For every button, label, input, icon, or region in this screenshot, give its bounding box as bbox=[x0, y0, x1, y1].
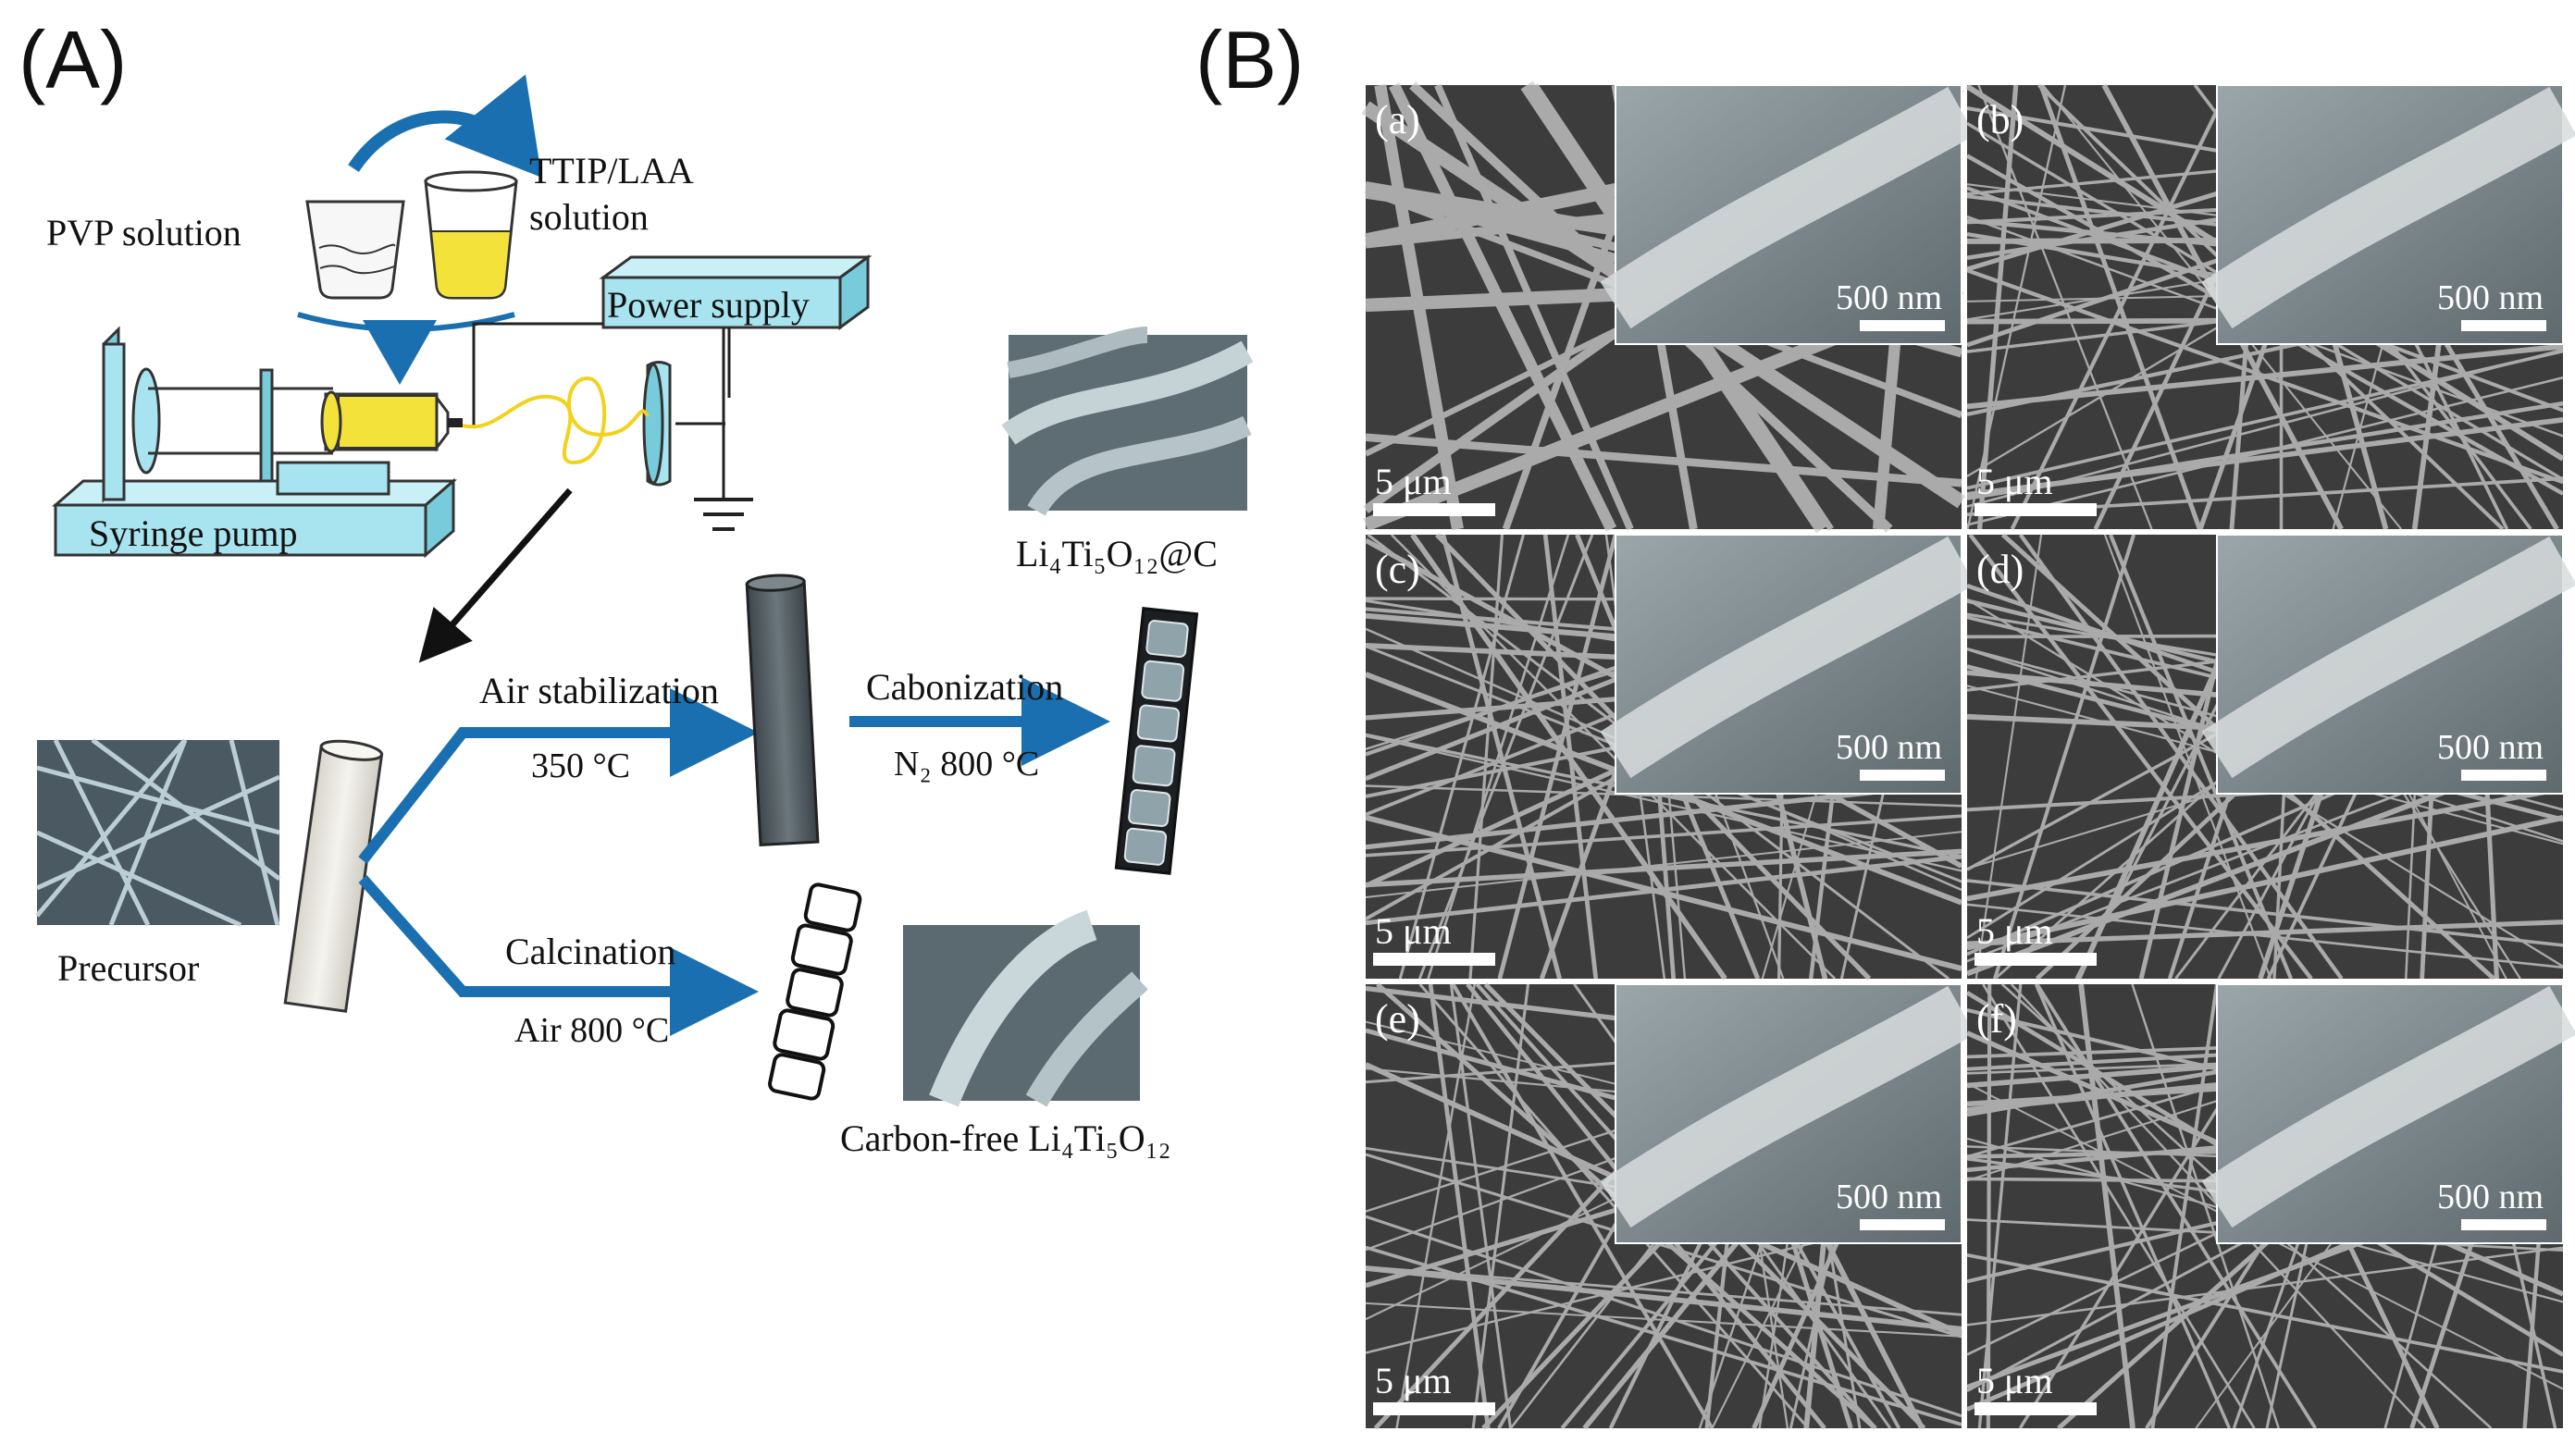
ttip-solution-label-line2: solution bbox=[529, 196, 649, 238]
ttip-beaker-icon bbox=[426, 172, 516, 298]
inset-scale-bar bbox=[1860, 320, 1945, 331]
carbon-free-product-label: Carbon-free Li₄Ti₅O₁₂ bbox=[840, 1117, 1171, 1159]
inset-scale-label: 500 nm bbox=[1836, 1178, 1942, 1216]
panel-a: (A) PVP solution TTIP/LAA solution Power… bbox=[19, 14, 1247, 1159]
inset-scale-bar bbox=[1860, 1219, 1945, 1230]
electrospinning-jet bbox=[463, 378, 648, 463]
inset-scale-bar bbox=[1860, 770, 1945, 781]
main-scale-bar bbox=[1975, 953, 2097, 966]
precursor-sem-thumbnail bbox=[37, 740, 279, 925]
sem-panel: (d) 500 nm 5 μm bbox=[1967, 535, 2563, 979]
inset-scale-bar bbox=[2461, 770, 2546, 781]
stabilized-fiber bbox=[747, 574, 818, 845]
inset-scale-label: 500 nm bbox=[1836, 728, 1942, 767]
main-scale-bar bbox=[1373, 953, 1495, 966]
inset-scale-label: 500 nm bbox=[2437, 1178, 2544, 1216]
main-scale-label: 5 μm bbox=[1375, 910, 1452, 952]
carbon-free-fiber bbox=[765, 882, 861, 1100]
sem-panel-tag: (b) bbox=[1976, 97, 2024, 142]
ground-icon bbox=[694, 500, 753, 529]
inset-scale-label: 500 nm bbox=[1836, 278, 1942, 317]
air-stabilization-temp: 350 °C bbox=[531, 747, 630, 785]
air-stabilization-label: Air stabilization bbox=[479, 670, 719, 711]
sem-panel-tag: (d) bbox=[1976, 547, 2024, 592]
sem-panel-tag: (e) bbox=[1375, 996, 1420, 1042]
sem-panel: (b) 500 nm 5 μm bbox=[1967, 85, 2563, 529]
carbon-free-sem-thumbnail bbox=[903, 925, 1140, 1101]
solution-tray bbox=[298, 315, 514, 329]
carbon-coated-fiber bbox=[1116, 609, 1196, 874]
calcination-temp: Air 800 °C bbox=[514, 1011, 669, 1050]
pvp-beaker-icon bbox=[307, 202, 403, 298]
carbonization-temp: N₂ 800 °C bbox=[894, 745, 1039, 784]
power-supply-label: Power supply bbox=[607, 284, 810, 326]
panel-b-label: (B) bbox=[1195, 14, 1304, 105]
main-scale-label: 5 μm bbox=[1375, 461, 1452, 502]
carbon-coated-product-label: Li₄Ti₅O₁₂@C bbox=[1016, 533, 1218, 574]
sem-panel: (f) 500 nm 5 μm bbox=[1967, 984, 2563, 1428]
precursor-fiber bbox=[285, 738, 383, 1011]
panel-b: (B) (a) 500 nm 5 μm (b) 500 nm 5 μm (c) 500 nm 5… bbox=[1195, 14, 2570, 1434]
ttip-solution-label-line1: TTIP/LAA bbox=[529, 150, 694, 191]
main-scale-bar bbox=[1975, 1402, 2097, 1415]
sem-panel: (a) 500 nm 5 μm bbox=[1366, 85, 1962, 529]
calcination-label: Calcination bbox=[505, 931, 675, 972]
sem-panel-tag: (f) bbox=[1976, 996, 2017, 1042]
sem-panel-tag: (c) bbox=[1375, 547, 1420, 592]
panel-a-label: (A) bbox=[19, 14, 127, 105]
sem-panel: (c) 500 nm 5 μm bbox=[1366, 535, 1962, 979]
inset-scale-label: 500 nm bbox=[2437, 728, 2544, 767]
main-scale-label: 5 μm bbox=[1976, 910, 2053, 952]
sem-panel: (e) 500 nm 5 μm bbox=[1366, 984, 1962, 1428]
collector-plate bbox=[644, 363, 670, 486]
main-scale-label: 5 μm bbox=[1375, 1360, 1452, 1401]
carbonization-label: Cabonization bbox=[866, 666, 1063, 708]
syringe-pump-label: Syringe pump bbox=[89, 512, 298, 554]
main-scale-label: 5 μm bbox=[1976, 461, 2053, 502]
inset-scale-bar bbox=[2461, 1219, 2546, 1230]
main-scale-bar bbox=[1975, 503, 2097, 516]
main-scale-bar bbox=[1373, 1402, 1495, 1415]
main-scale-label: 5 μm bbox=[1976, 1360, 2053, 1401]
sem-panel-tag: (a) bbox=[1375, 97, 1420, 142]
pvp-solution-label: PVP solution bbox=[46, 212, 241, 253]
inset-scale-label: 500 nm bbox=[2437, 278, 2544, 317]
inset-scale-bar bbox=[2461, 320, 2546, 331]
carbon-coated-sem-thumbnail bbox=[1009, 335, 1247, 511]
main-scale-bar bbox=[1373, 503, 1495, 516]
precursor-label: Precursor bbox=[57, 947, 199, 989]
mixing-arrow-icon bbox=[353, 117, 526, 168]
